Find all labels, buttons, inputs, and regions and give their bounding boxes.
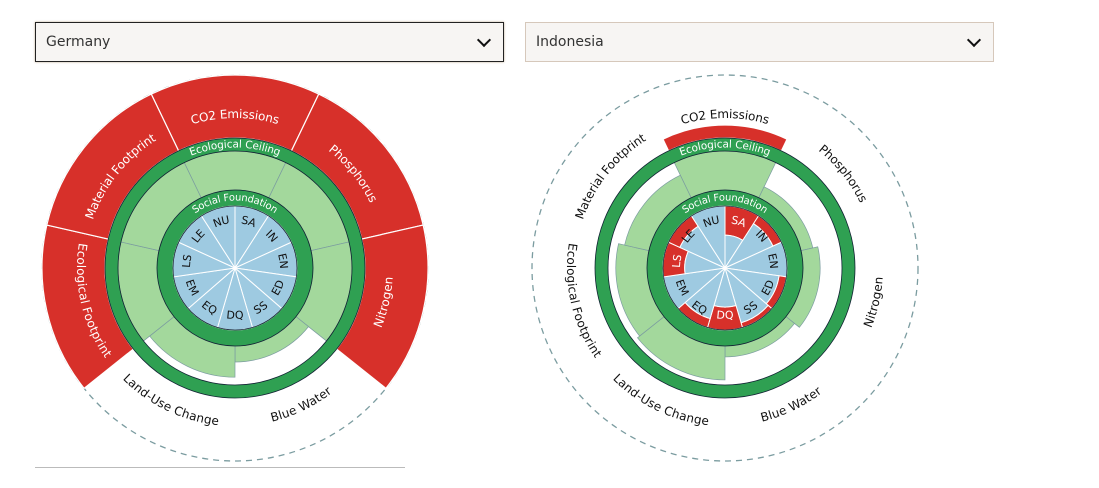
ceiling-outer-edge [594, 137, 856, 399]
foundation-inner-edge [172, 205, 298, 331]
social-label-sa: SA [730, 213, 748, 230]
social-label-dq-text: DQ [226, 308, 245, 322]
outer-boundary-circle [531, 74, 919, 462]
social-foundation-ring [157, 190, 313, 346]
social-label-sa-text: SA [240, 213, 258, 230]
foundation-outer-edge [646, 189, 804, 347]
social-label-sa: SA [240, 213, 258, 230]
ecological-ceiling-ring [105, 138, 365, 398]
social-label-ed-text: ED [269, 278, 287, 297]
social-label-en: EN [275, 252, 290, 269]
social-label-dq: DQ [716, 308, 735, 322]
social-foundation-ring [647, 190, 803, 346]
foundation-outer-edge [156, 189, 314, 347]
social-label-em: EM [183, 278, 202, 298]
social-label-nu: NU [211, 213, 230, 230]
social-label-sa-text: SA [730, 213, 748, 230]
ecological-label-2: Nitrogen [860, 276, 885, 329]
ecological-label-0-text: CO2 Emissions [189, 106, 281, 126]
social-label-nu-text: NU [211, 213, 230, 230]
social-label-ss-text: SS [742, 299, 761, 317]
social-label-dq: DQ [226, 308, 245, 322]
ecological-label-2-text: Nitrogen [860, 276, 885, 329]
ecological-label-0: CO2 Emissions [189, 106, 281, 126]
divider [35, 467, 405, 468]
social-label-en: EN [765, 252, 780, 269]
ceiling-outer-edge [104, 137, 366, 399]
social-label-ed: ED [759, 278, 777, 297]
ecological-ceiling-ring [595, 138, 855, 398]
social-label-em-text: EM [673, 278, 692, 298]
country-select-left[interactable]: Germany [35, 22, 504, 62]
social-label-nu-text: NU [701, 213, 720, 230]
social-label-ss-text: SS [252, 299, 271, 317]
ecological-label-0-text: CO2 Emissions [679, 106, 771, 126]
social-label-dq-text: DQ [716, 308, 735, 322]
chevron-down-icon [476, 32, 492, 47]
country-select-right[interactable]: Indonesia [525, 22, 994, 62]
chevron-down-icon [966, 32, 982, 47]
ecological-label-0: CO2 Emissions [679, 106, 771, 126]
social-label-ls-text: LS [180, 253, 195, 268]
ceiling-inner-edge [607, 150, 843, 386]
social-label-en-text: EN [275, 252, 290, 269]
country-select-right-value: Indonesia [536, 34, 604, 50]
social-label-ls: LS [180, 253, 195, 268]
social-label-em-text: EM [183, 278, 202, 298]
ceiling-inner-edge [117, 150, 353, 386]
social-label-ed-text: ED [759, 278, 777, 297]
social-label-em: EM [673, 278, 692, 298]
social-label-ed: ED [269, 278, 287, 297]
country-select-left-value: Germany [46, 34, 111, 50]
social-label-ls: LS [670, 253, 685, 268]
social-label-ss: SS [742, 299, 761, 317]
social-label-ls-text: LS [670, 253, 685, 268]
social-label-ss: SS [252, 299, 271, 317]
social-label-en-text: EN [765, 252, 780, 269]
social-label-nu: NU [701, 213, 720, 230]
foundation-inner-edge [662, 205, 788, 331]
